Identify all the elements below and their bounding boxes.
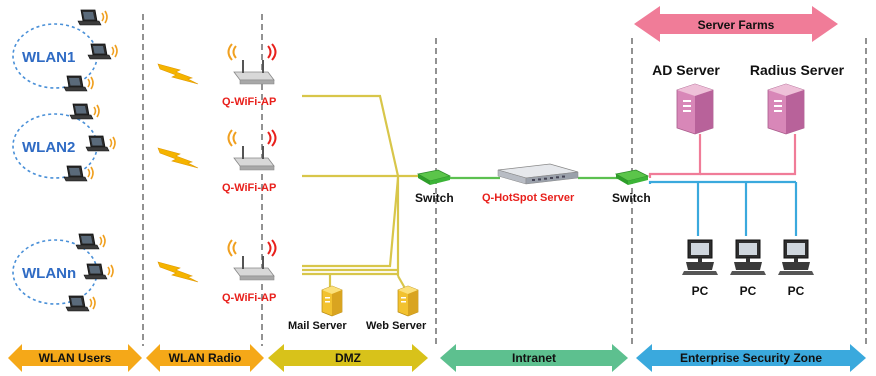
hotspot-server-label: Q-HotSpot Server	[482, 192, 575, 204]
laptop-icon	[69, 103, 100, 120]
wlann-label: WLANn	[22, 265, 76, 282]
ap-label-2: Q-WiFi-AP	[222, 182, 276, 194]
zone-enterprise: Enterprise Security Zone	[636, 344, 866, 372]
access-point-icon	[227, 129, 277, 171]
zone-bar: WLAN Users WLAN Radio DMZ Intranet Enter…	[8, 344, 866, 372]
lightning-icon	[157, 147, 199, 169]
radius-server-label: Radius Server	[750, 62, 845, 78]
mail-server-icon	[321, 285, 343, 317]
zone-label-enterprise: Enterprise Security Zone	[680, 351, 822, 365]
pc-icon	[777, 239, 815, 276]
pc-label-2: PC	[740, 284, 757, 298]
pc-icon	[729, 239, 767, 276]
server-farms-banner: Server Farms	[634, 6, 838, 42]
zone-label-wlan-radio: WLAN Radio	[169, 351, 242, 365]
switch-label-left: Switch	[415, 191, 454, 205]
laptop-icon	[63, 165, 94, 182]
zone-wlan-users: WLAN Users	[8, 344, 142, 372]
ap-label-3: Q-WiFi-AP	[222, 292, 276, 304]
wlan1-label: WLAN1	[22, 49, 75, 66]
lightning-icon	[157, 261, 199, 283]
wlan-radio: Q-WiFi-AP Q-WiFi-AP Q-WiFi-AP	[157, 43, 277, 304]
zone-intranet: Intranet	[440, 344, 628, 372]
zone-dmz: DMZ	[268, 344, 428, 372]
laptop-icon	[83, 263, 114, 280]
enterprise-links	[648, 134, 798, 236]
laptop-icon	[77, 9, 108, 26]
zone-label-intranet: Intranet	[512, 351, 556, 365]
dmz-links	[302, 94, 420, 291]
radius-server-icon	[767, 83, 805, 135]
switch-label-right: Switch	[612, 191, 651, 205]
ap-label-1: Q-WiFi-AP	[222, 96, 276, 108]
mail-server-label: Mail Server	[288, 320, 347, 332]
laptop-icon	[63, 75, 94, 92]
wlan-user-clusters: WLAN1 WLAN2 WLANn	[12, 9, 118, 312]
access-point-icon	[227, 43, 277, 85]
zone-label-dmz: DMZ	[335, 351, 361, 365]
zone-label-wlan-users: WLAN Users	[39, 351, 112, 365]
pc-label-3: PC	[788, 284, 805, 298]
wlan2-label: WLAN2	[22, 139, 75, 156]
web-server-label: Web Server	[366, 320, 427, 332]
pc-label-1: PC	[692, 284, 709, 298]
laptop-icon	[85, 135, 116, 152]
server-farms-label: Server Farms	[698, 18, 775, 32]
ad-server-label: AD Server	[652, 62, 720, 78]
zone-wlan-radio: WLAN Radio	[146, 344, 264, 372]
laptop-icon	[65, 295, 96, 312]
web-server-icon	[397, 285, 419, 317]
laptop-icon	[87, 43, 118, 60]
ad-server-icon	[676, 83, 714, 135]
hotspot-server-icon	[497, 163, 579, 185]
access-point-icon	[227, 239, 277, 281]
lightning-icon	[157, 63, 199, 85]
laptop-icon	[75, 233, 106, 250]
switch-icon-left	[417, 169, 451, 186]
pc-icon	[681, 239, 719, 276]
switch-icon-right	[615, 169, 649, 186]
